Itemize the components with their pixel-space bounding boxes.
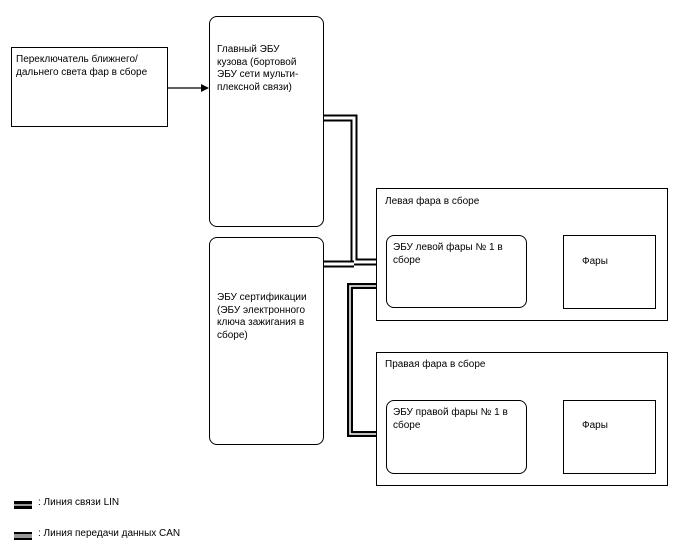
lin-bus-line <box>347 283 387 437</box>
left-lamp-box <box>563 235 656 309</box>
left-headlamp-ecu-box <box>386 235 527 308</box>
left-headlamp-assembly-label: Левая фара в сборе <box>385 196 480 207</box>
left-lamp-label: Фары <box>582 256 608 267</box>
main-body-ecu-label: Главный ЭБУ кузова (бортовой ЭБУ сети му… <box>217 44 299 93</box>
right-lamp-box <box>563 400 656 474</box>
lin-line-swatch <box>14 497 32 509</box>
legend-lin-label: : Линия связи LIN <box>38 496 120 508</box>
can-line-swatch <box>14 528 32 540</box>
right-lamp-label: Фары <box>582 420 608 431</box>
right-headlamp-assembly-label: Правая фара в сборе <box>385 359 486 370</box>
left-headlamp-ecu-label: ЭБУ левой фары № 1 в сборе <box>393 242 503 266</box>
can-bus-line <box>323 114 387 268</box>
legend-lin: : Линия связи LIN <box>14 495 119 509</box>
legend-can-label: : Линия передачи данных CAN <box>38 527 181 539</box>
headlamp-dimmer-switch-label: Переключатель ближнего/ дальнего света ф… <box>16 54 148 78</box>
certification-ecu-box <box>209 237 324 445</box>
main-body-ecu-box <box>209 16 324 227</box>
certification-ecu-label: ЭБУ сертификации (ЭБУ электронного ключа… <box>217 292 307 341</box>
legend-can: : Линия передачи данных CAN <box>14 526 180 540</box>
headlamp-dimmer-switch-box <box>11 47 168 127</box>
right-headlamp-ecu-box <box>386 400 527 474</box>
right-headlamp-ecu-label: ЭБУ правой фары № 1 в сборе <box>393 407 508 431</box>
